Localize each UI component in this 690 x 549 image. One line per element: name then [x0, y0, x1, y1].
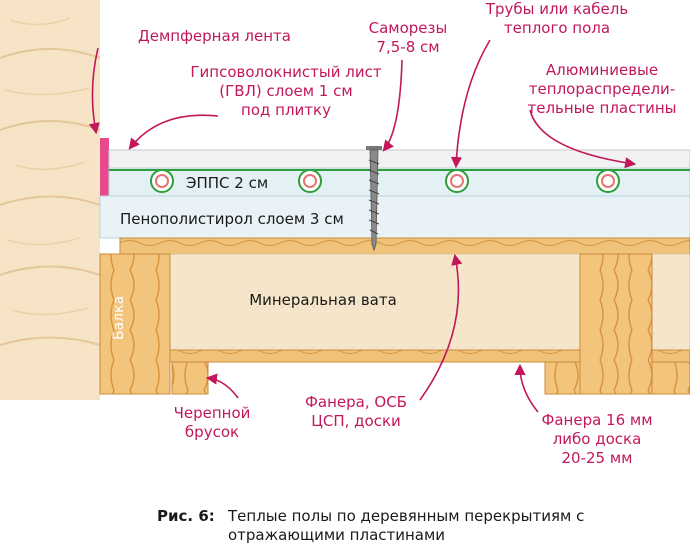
penopolistirol-label: Пенополистирол слоем 3 см — [120, 210, 344, 228]
plywood16-label-3: 20-25 мм — [562, 449, 633, 467]
pipe — [150, 169, 174, 193]
gvl-label-3: под плитку — [241, 101, 331, 119]
epps-layer — [108, 167, 690, 197]
beam-label: Балка — [111, 296, 127, 340]
plywood-top-layer — [119, 237, 690, 255]
beam-right — [579, 253, 653, 395]
pipes — [150, 169, 620, 193]
skull-bar-far-right — [651, 361, 690, 395]
gvl-layer — [108, 149, 690, 169]
skull-bar-label-1: Черепной — [174, 404, 251, 422]
damper-tape — [100, 138, 109, 198]
caption-text-1: Теплые полы по деревянным перекрытиям с — [227, 507, 584, 525]
leader-arrows — [88, 39, 637, 413]
pipe — [596, 169, 620, 193]
mineral-wool-right — [651, 253, 690, 351]
skull-bar-right — [544, 361, 581, 395]
plywood-bottom-right — [651, 349, 690, 363]
alu-label-3: тельные пластины — [527, 99, 676, 117]
mineral-wool-label: Минеральная вата — [249, 291, 397, 309]
plywood16-label-2: либо доска — [553, 430, 642, 448]
plywood-osb-label-1: Фанера, ОСБ — [305, 393, 407, 411]
gvl-label-2: (ГВЛ) слоем 1 см — [219, 82, 352, 100]
pipes-label-1: Трубы или кабель — [485, 0, 628, 18]
alu-label-1: Алюминиевые — [546, 61, 658, 79]
plywood-osb-label-2: ЦСП, доски — [311, 412, 401, 430]
pipe — [298, 169, 322, 193]
mineral-wool — [169, 253, 581, 351]
beam-left — [99, 253, 171, 395]
epps-label: ЭППС 2 см — [186, 174, 268, 192]
screws-label-1: Саморезы — [369, 19, 448, 37]
caption-text-2: отражающими пластинами — [228, 526, 445, 544]
plywood16-label-1: Фанера 16 мм — [541, 411, 652, 429]
pipes-label-2: теплого пола — [504, 19, 610, 37]
gvl-label-1: Гипсоволокнистый лист — [190, 63, 381, 81]
skull-bar-label-2: брусок — [185, 423, 239, 441]
damper-tape-label: Демпферная лента — [138, 27, 291, 45]
caption-number: Рис. 6: — [157, 507, 215, 525]
pipe — [445, 169, 469, 193]
wall-logs — [0, 0, 101, 400]
screws-label-2: 7,5-8 см — [376, 38, 439, 56]
alu-label-2: теплораспредели- — [529, 80, 675, 98]
skull-bar-left — [171, 361, 209, 395]
penopolistirol-layer — [99, 195, 690, 239]
screw — [366, 146, 382, 252]
plywood-bottom — [169, 349, 581, 363]
